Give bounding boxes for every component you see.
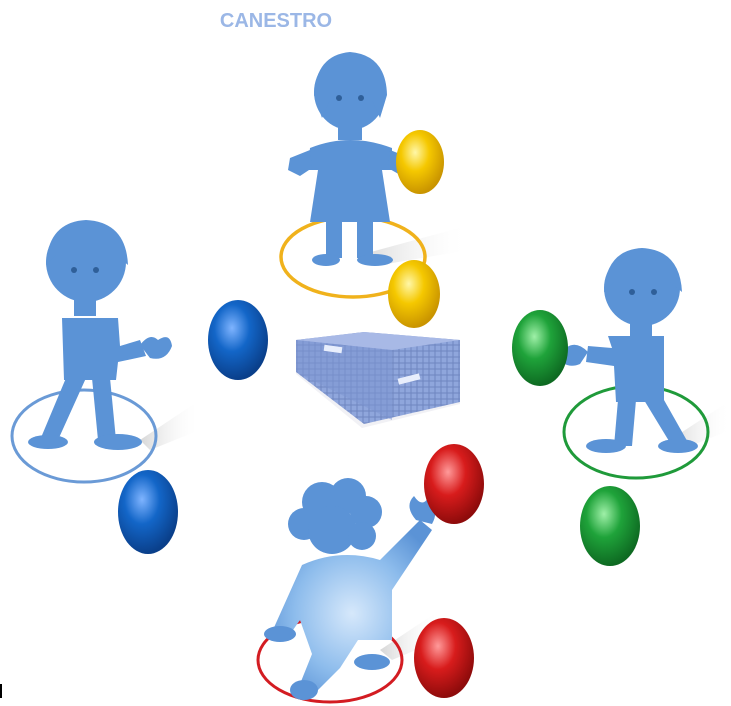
egg-icon — [396, 130, 444, 194]
ring-blue — [12, 390, 156, 482]
egg-icon — [118, 470, 178, 554]
shadow — [140, 400, 200, 450]
person-silhouette-icon — [264, 478, 435, 700]
egg-icon — [388, 260, 440, 328]
player-bottom — [258, 478, 440, 702]
basket-icon — [296, 332, 460, 428]
egg-icon — [424, 444, 484, 524]
player-left — [12, 220, 200, 482]
egg-icon — [414, 618, 474, 698]
person-silhouette-icon — [288, 52, 414, 266]
egg-icon — [580, 486, 640, 566]
egg-icon — [512, 310, 568, 386]
player-right — [556, 248, 731, 478]
person-silhouette-icon — [556, 248, 698, 453]
egg-icon — [208, 300, 268, 380]
